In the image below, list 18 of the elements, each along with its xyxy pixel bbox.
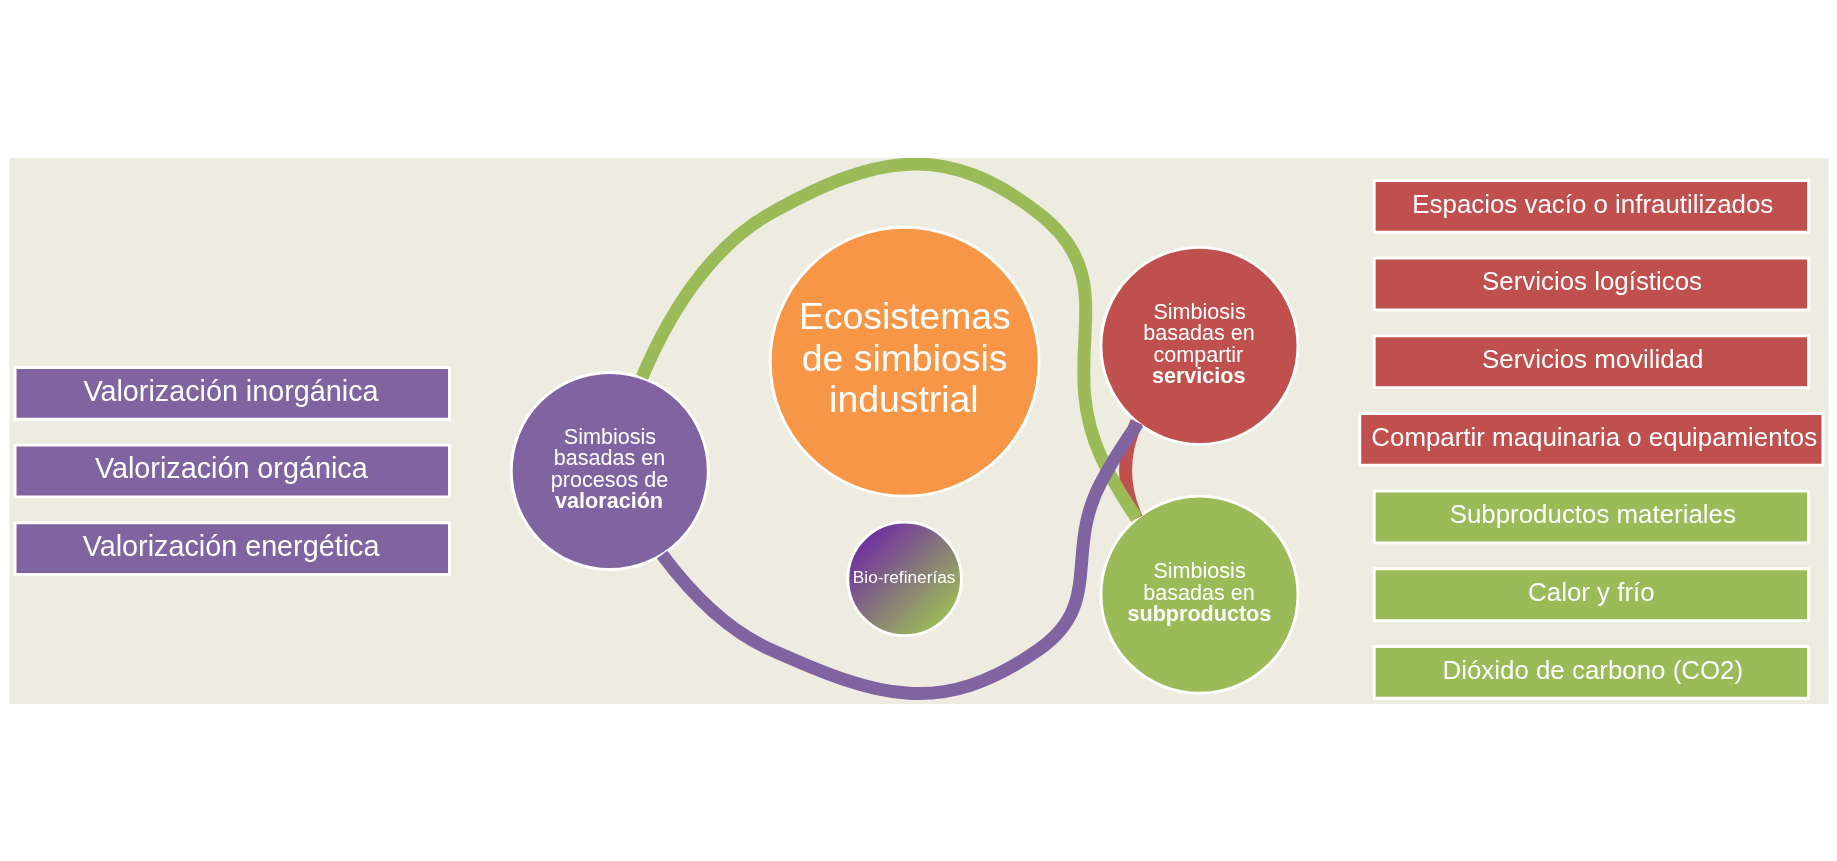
node-circle: Simbiosis basadas en subproductos	[1099, 494, 1299, 695]
connector	[635, 157, 1142, 522]
node-box: Servicios logísticos	[1372, 256, 1810, 311]
node-circle: Simbiosis basadas en procesos de valoración	[509, 370, 710, 571]
node-box: Compartir maquinaria o equipamientos	[1357, 411, 1824, 467]
node-box: Valorización orgánica	[13, 443, 451, 498]
node-box: Servicios movilidad	[1372, 333, 1810, 389]
node-box: Espacios vacío o infrautilizados	[1372, 178, 1810, 234]
node-box: Valorización inorgánica	[13, 365, 451, 421]
node-box: Subproductos materiales	[1372, 489, 1810, 544]
node-circle: Bio-refinerías	[845, 520, 963, 637]
node-box: Valorización energética	[13, 520, 451, 576]
node-circle: Simbiosis basadas en compartir servicios	[1099, 245, 1299, 446]
connector	[1118, 419, 1143, 521]
node-circle: Ecosistemas de simbiosis industrial	[768, 225, 1041, 498]
node-box: Dióxido de carbono (CO2)	[1372, 644, 1810, 700]
connector	[656, 418, 1143, 700]
node-box: Calor y frío	[1372, 566, 1810, 622]
